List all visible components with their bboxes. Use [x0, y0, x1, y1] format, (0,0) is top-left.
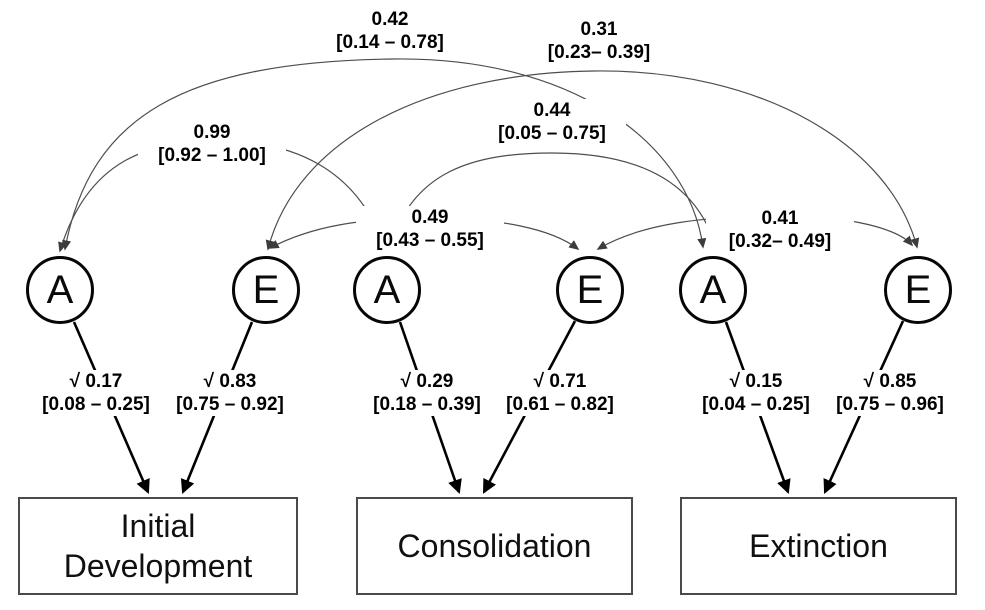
correlation-arc-a1-a3 — [62, 58, 707, 251]
correlation-arc-a2-a3 — [388, 152, 717, 249]
loading-label-e2: √ 0.71 [0.61 – 0.82] — [486, 370, 634, 416]
correlation-value: 0.41 — [761, 208, 799, 229]
phenotype-label-line: Extinction — [749, 528, 888, 564]
phenotype-box-consolidation: Consolidation — [356, 497, 633, 595]
correlation-value: 0.44 — [533, 100, 571, 121]
loading-value: √ 0.17 — [69, 371, 123, 392]
correlation-label-a1-a3: 0.42 [0.14 – 0.78] — [316, 8, 464, 54]
phenotype-label-line: Development — [63, 548, 253, 584]
latent-circle-e3: E — [884, 256, 952, 324]
correlation-arc-e1-e3 — [265, 70, 920, 251]
correlation-ci: [0.23– 0.39] — [547, 42, 651, 63]
correlation-label-e1-e3: 0.31 [0.23– 0.39] — [525, 18, 673, 64]
correlation-ci: [0.43 – 0.55] — [376, 230, 484, 251]
loading-ci: [0.04 – 0.25] — [702, 394, 810, 415]
loading-value: √ 0.85 — [863, 371, 917, 392]
latent-circle-e2: E — [556, 256, 624, 324]
loading-ci: [0.61 – 0.82] — [506, 394, 614, 415]
loading-label-e3: √ 0.85 [0.75 – 0.96] — [816, 370, 964, 416]
correlation-value: 0.99 — [193, 122, 231, 143]
correlation-ci: [0.92 – 1.00] — [158, 145, 266, 166]
correlation-label-a1-a2: 0.99 [0.92 – 1.00] — [138, 121, 286, 167]
correlation-value: 0.49 — [411, 207, 449, 228]
latent-letter: A — [699, 268, 727, 312]
latent-letter: E — [576, 268, 604, 312]
correlation-label-e1-e2: 0.49 [0.43 – 0.55] — [356, 206, 504, 252]
loading-value: √ 0.29 — [400, 371, 454, 392]
loading-label-e1: √ 0.83 [0.75 – 0.92] — [156, 370, 304, 416]
phenotype-box-extinction: Extinction — [680, 497, 957, 595]
correlation-value: 0.31 — [580, 19, 618, 40]
latent-letter: A — [46, 268, 74, 312]
latent-letter: A — [373, 268, 401, 312]
correlation-label-e2-e3: 0.41 [0.32– 0.49] — [706, 207, 854, 253]
loading-label-a3: √ 0.15 [0.04 – 0.25] — [682, 370, 830, 416]
latent-letter: E — [904, 268, 932, 312]
phenotype-label-line: Initial — [120, 508, 196, 544]
correlation-value: 0.42 — [371, 9, 409, 30]
correlation-ci: [0.14 – 0.78] — [336, 32, 444, 53]
loading-ci: [0.75 – 0.96] — [836, 394, 944, 415]
correlation-label-a2-a3: 0.44 [0.05 – 0.75] — [478, 99, 626, 145]
correlation-ci: [0.32– 0.49] — [728, 231, 832, 252]
loading-ci: [0.18 – 0.39] — [373, 394, 481, 415]
phenotype-box-initial-development: Initial Development — [18, 497, 298, 595]
loading-ci: [0.75 – 0.92] — [176, 394, 284, 415]
loading-value: √ 0.71 — [533, 371, 587, 392]
latent-letter: E — [252, 268, 280, 312]
loading-label-a2: √ 0.29 [0.18 – 0.39] — [353, 370, 501, 416]
latent-circle-a3: A — [679, 256, 747, 324]
loading-value: √ 0.83 — [203, 371, 257, 392]
loading-value: √ 0.15 — [729, 371, 783, 392]
loading-ci: [0.08 – 0.25] — [42, 394, 150, 415]
latent-circle-a2: A — [353, 256, 421, 324]
latent-circle-a1: A — [26, 256, 94, 324]
correlation-ci: [0.05 – 0.75] — [498, 123, 606, 144]
latent-circle-e1: E — [232, 256, 300, 324]
loading-label-a1: √ 0.17 [0.08 – 0.25] — [22, 370, 170, 416]
phenotype-label-line: Consolidation — [397, 528, 592, 564]
